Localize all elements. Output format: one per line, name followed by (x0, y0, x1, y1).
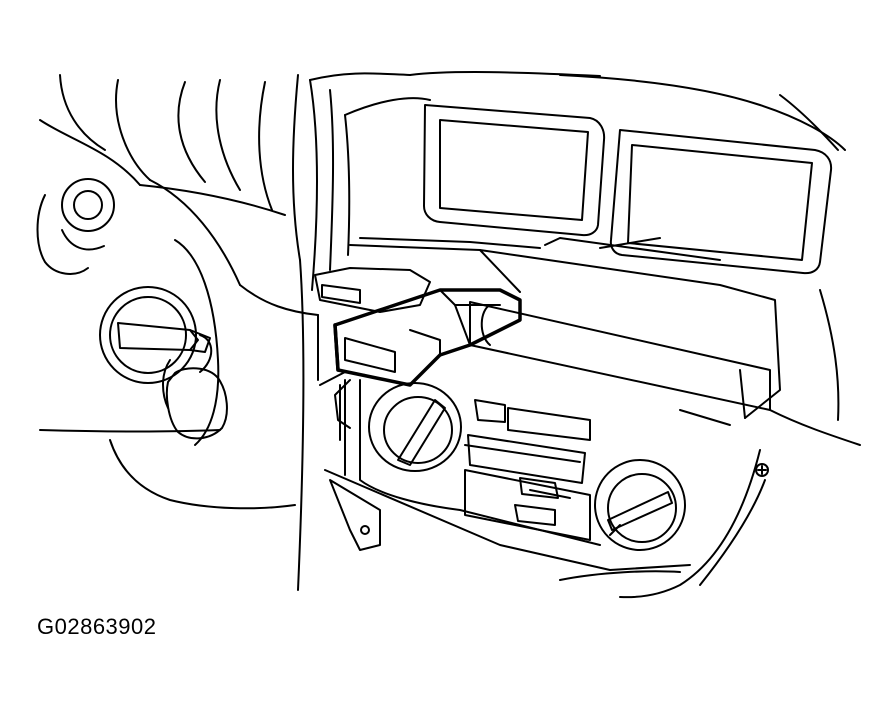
center-console-frame (309, 71, 846, 291)
figure-id-label: G02863902 (37, 614, 157, 639)
lower-dash (39, 179, 319, 510)
climate-panel (319, 371, 691, 581)
screw-icon (755, 463, 769, 477)
slider-panel (464, 399, 591, 541)
air-vent-right (609, 129, 833, 275)
fan-knob (594, 459, 686, 551)
side-panel-edge (297, 259, 341, 591)
left-knob (36, 178, 115, 275)
ignition-cylinder (99, 286, 211, 384)
connector (333, 288, 522, 387)
instrument-cluster (39, 74, 301, 261)
temperature-knob (368, 382, 462, 472)
upper-connector (314, 267, 431, 313)
right-dash (619, 289, 861, 599)
air-vent-left (423, 104, 606, 237)
key-fob-icon (162, 334, 228, 440)
